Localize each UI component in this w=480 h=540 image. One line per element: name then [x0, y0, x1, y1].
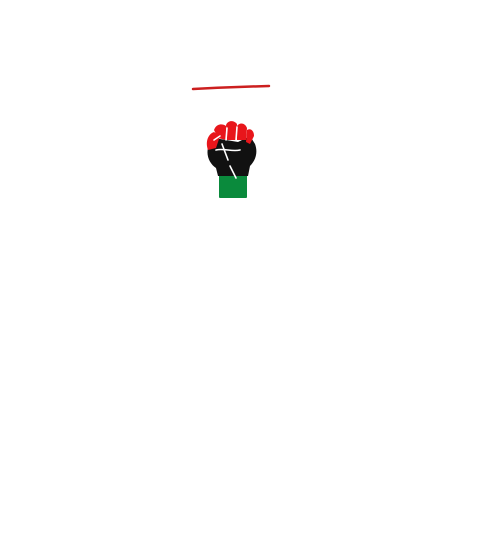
raised-fist-icon	[206, 121, 257, 198]
image-card	[150, 70, 312, 260]
accent-line	[191, 84, 271, 91]
